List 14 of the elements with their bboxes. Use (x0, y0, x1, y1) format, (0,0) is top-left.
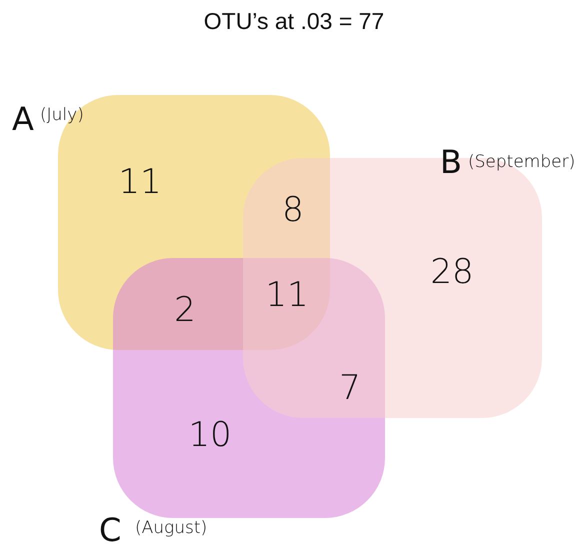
region-count: 11 (264, 278, 310, 312)
set-name: (July) (40, 107, 84, 124)
diagram-title: OTU’s at .03 = 77 (202, 10, 386, 33)
set-letter: A (12, 103, 34, 135)
region-count: 28 (429, 255, 475, 289)
region-count: 10 (187, 418, 233, 452)
region-count: 2 (173, 293, 197, 327)
set-name: (August) (135, 520, 208, 537)
region-count: 8 (281, 193, 305, 227)
region-count: 11 (117, 165, 163, 199)
region-count: 7 (338, 371, 362, 405)
set-letter: C (99, 514, 122, 546)
set-letter: B (440, 146, 462, 178)
set-name: (September) (468, 154, 576, 171)
